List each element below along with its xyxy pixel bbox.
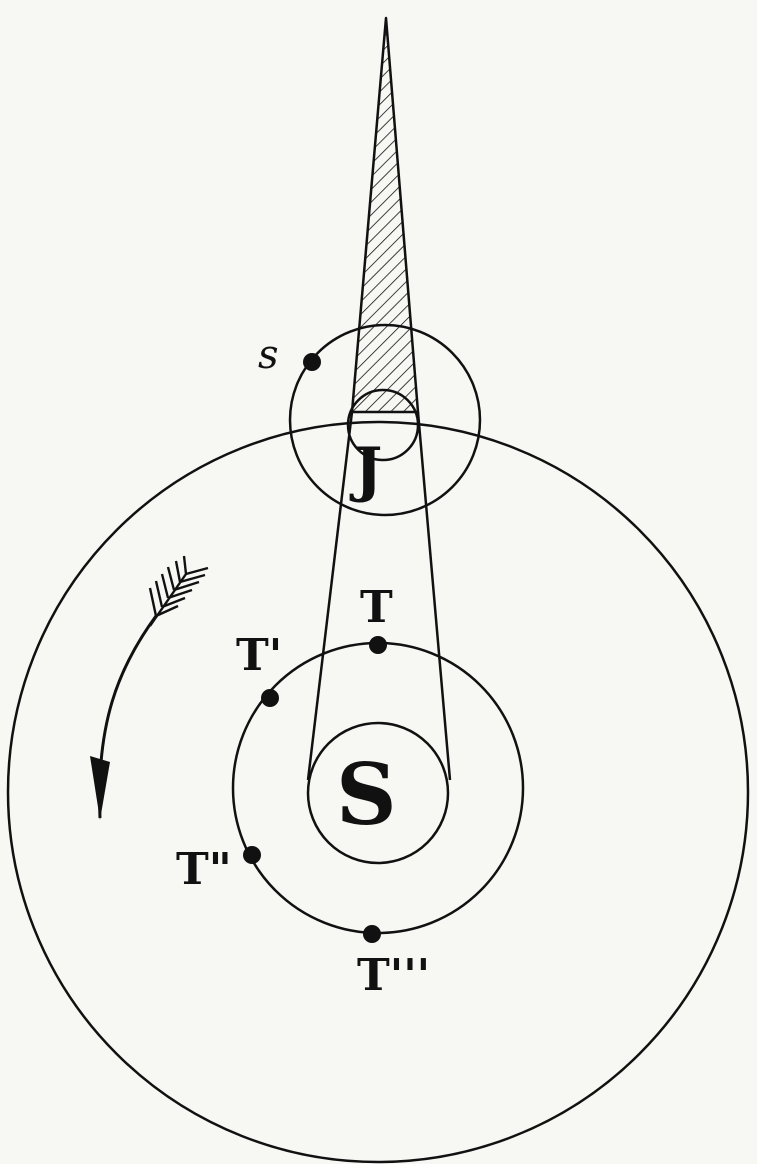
satellite-label: s — [258, 332, 279, 378]
satellite-dot — [303, 353, 321, 371]
earth-position-t3 — [363, 925, 381, 943]
earth-label-t1: T' — [236, 630, 282, 681]
direction-arrow — [90, 556, 208, 820]
earth-label-t: T — [360, 582, 393, 633]
cone-line-left — [308, 412, 352, 780]
cone-line-right — [418, 412, 450, 780]
jupiter-label: J — [349, 435, 382, 505]
sun-label: S — [336, 745, 397, 844]
earth-label-t2: T" — [176, 844, 232, 895]
earth-position-t — [369, 636, 387, 654]
earth-position-t2 — [243, 846, 261, 864]
shadow-cone — [352, 18, 418, 412]
earth-position-t1 — [261, 689, 279, 707]
earth-label-t3: T''' — [357, 950, 430, 1001]
